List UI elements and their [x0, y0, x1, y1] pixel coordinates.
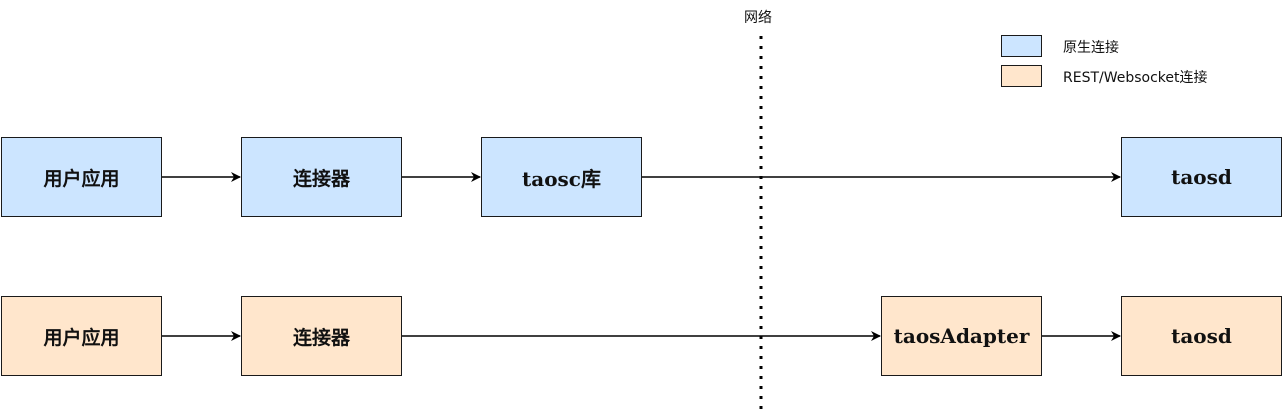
network-label: 网络: [744, 10, 772, 26]
legend-swatch-native: [1001, 35, 1042, 57]
rest-connector-box: 连接器: [241, 296, 402, 376]
native-taosd-box: taosd: [1121, 137, 1282, 217]
native-user-app-box: 用户应用: [1, 137, 162, 217]
rest-taosadapter-box: taosAdapter: [881, 296, 1042, 376]
rest-user-app-box: 用户应用: [1, 296, 162, 376]
native-connector-box: 连接器: [241, 137, 402, 217]
legend-label-native: 原生连接: [1063, 40, 1119, 56]
rest-taosd-box: taosd: [1121, 296, 1282, 376]
native-taosc-lib-box: taosc库: [481, 137, 642, 217]
legend-swatch-rest: [1001, 65, 1042, 87]
legend-label-rest: REST/Websocket连接: [1063, 70, 1208, 86]
